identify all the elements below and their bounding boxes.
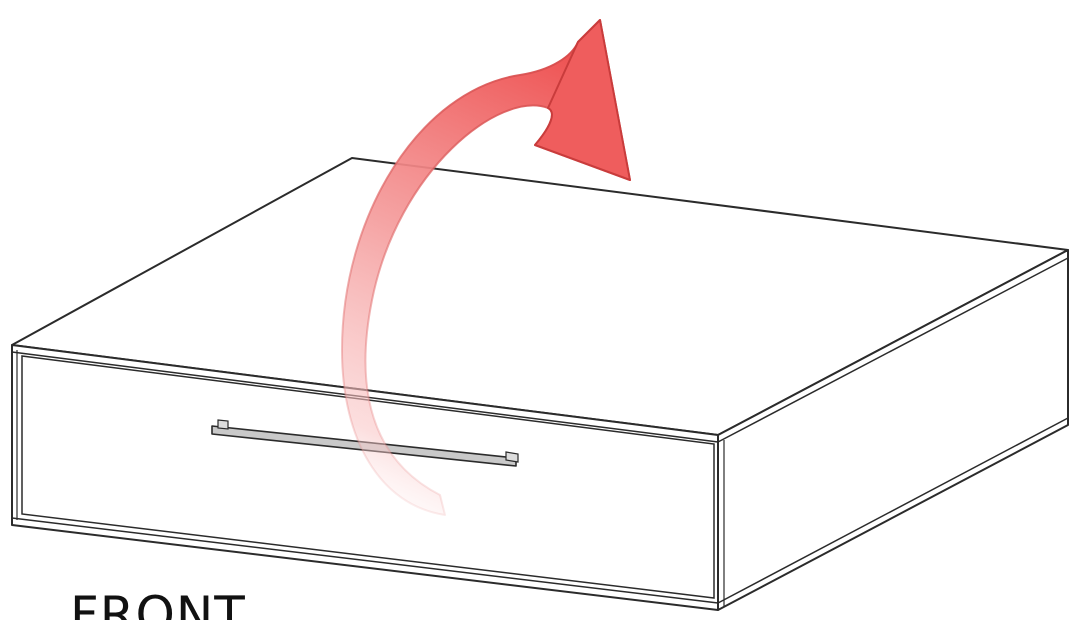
bottom-strip-line	[11, 517, 719, 604]
top-edge-line-side	[717, 257, 1069, 443]
bottom-strip-line-side	[717, 417, 1069, 604]
front-label: FRONT	[70, 586, 246, 620]
drawer-front-panel	[21, 355, 715, 599]
drawer-side-face	[717, 249, 1069, 611]
arrow-head	[534, 19, 631, 181]
